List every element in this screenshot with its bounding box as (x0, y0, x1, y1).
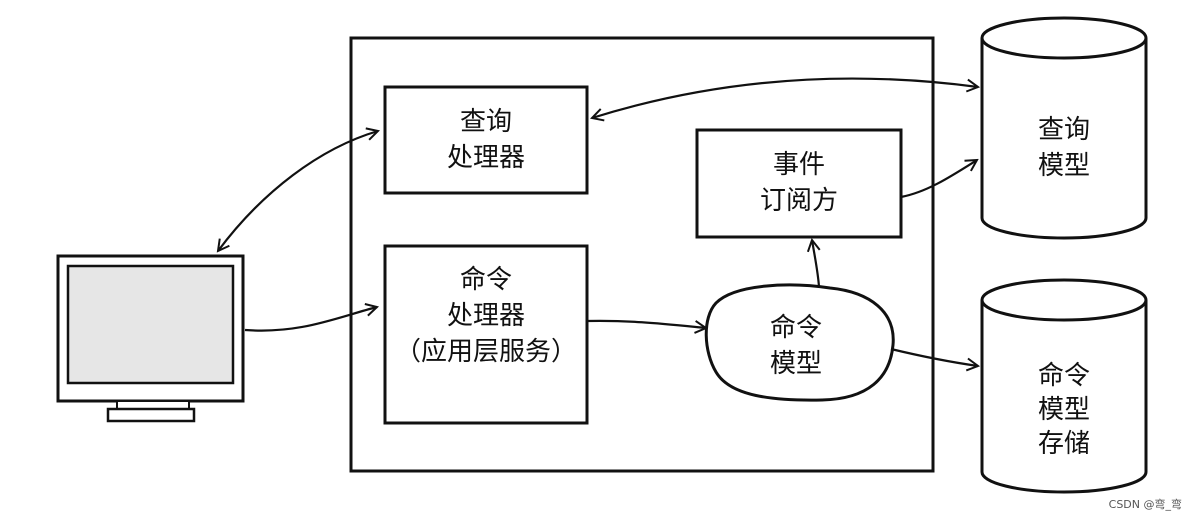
query-model-label-2: 模型 (1038, 151, 1090, 181)
application-boundary (349, 36, 935, 473)
query-model-database-icon: 查询 模型 (980, 16, 1148, 240)
command-store-label-3: 存储 (1038, 429, 1090, 459)
command-processor-label-3: （应用层服务） (395, 337, 577, 367)
event-subscriber-label-2: 订阅方 (760, 186, 838, 216)
query-processor-label-1: 查询 (460, 107, 512, 137)
command-model-store-database-icon: 命令 模型 存储 (980, 278, 1148, 494)
command-store-label-1: 命令 (1038, 361, 1090, 391)
watermark: CSDN @弯_弯 (1109, 497, 1182, 511)
command-model-label-1: 命令 (770, 313, 822, 343)
arrow-command-model-to-store (890, 347, 978, 366)
arrow-client-to-query-processor (218, 131, 378, 251)
arrow-command-processor-to-command-model (586, 319, 706, 328)
arrow-client-to-command-processor (244, 307, 377, 332)
event-subscriber-box: 事件 订阅方 (695, 128, 903, 239)
query-model-label-1: 查询 (1038, 115, 1090, 145)
command-processor-label-1: 命令 (460, 265, 512, 295)
command-store-label-2: 模型 (1038, 395, 1090, 425)
event-subscriber-label-1: 事件 (773, 150, 825, 180)
monitor-icon (56, 254, 245, 423)
arrow-query-processor-to-query-model (592, 77, 978, 118)
command-model-label-2: 模型 (770, 349, 822, 379)
command-processor-label-2: 处理器 (447, 301, 525, 331)
command-processor-box: 命令 处理器 （应用层服务） (383, 244, 589, 425)
query-processor-label-2: 处理器 (447, 143, 525, 173)
arrow-command-model-to-event-subscriber (812, 240, 819, 288)
query-processor-box: 查询 处理器 (383, 85, 589, 195)
command-model-blob: 命令 模型 (704, 283, 895, 402)
arrow-event-subscriber-to-query-model (900, 160, 977, 199)
